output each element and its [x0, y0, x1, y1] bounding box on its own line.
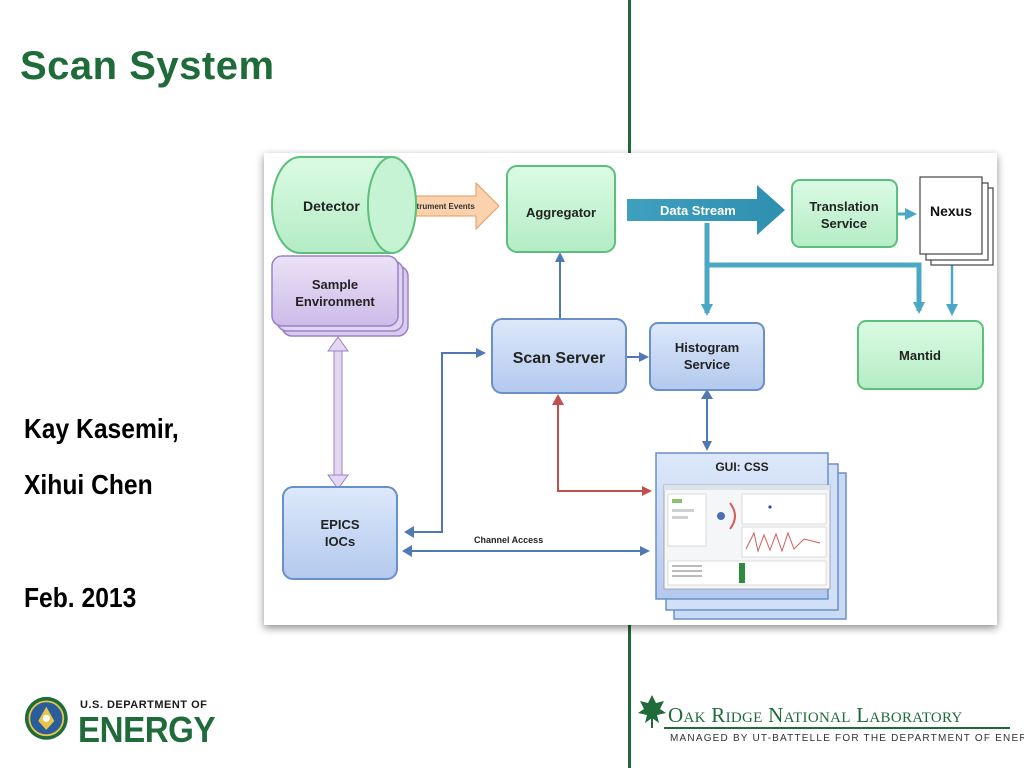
epics-iocs-label-1: EPICS	[320, 517, 359, 532]
ornl-divider	[664, 727, 1010, 729]
gui-css-label: GUI: CSS	[715, 460, 768, 474]
scan-gui-link	[557, 403, 652, 496]
doe-seal-icon	[24, 696, 68, 740]
epics-scan-link	[410, 348, 486, 533]
nexus-node: Nexus	[919, 176, 994, 266]
divider-line-bottom	[628, 625, 631, 768]
gui-screenshot-thumbnail	[663, 484, 831, 590]
divider-line-top	[628, 0, 631, 153]
histogram-service-node: Histogram Service	[649, 322, 765, 391]
mantid-node: Mantid	[857, 320, 984, 390]
sample-environment-node: Sample Environment	[271, 255, 409, 337]
sample-environment-label-2: Environment	[295, 294, 375, 309]
detector-label: Detector	[303, 198, 360, 214]
sample-environment-label-1: Sample	[312, 277, 358, 292]
scan-system-diagram: Channel Access Instrument Events Data St…	[264, 153, 997, 625]
channel-access-label: Channel Access	[474, 535, 543, 545]
epics-scan-link-head	[404, 526, 414, 538]
channel-access-arrow-head	[402, 545, 412, 557]
ornl-tagline-text: MANAGED BY UT-BATTELLE FOR THE DEPARTMEN…	[670, 733, 1024, 744]
ornl-leaf-icon	[638, 695, 666, 728]
author-1: Kay Kasemir,	[24, 413, 179, 444]
histogram-gui-arrow-head	[701, 389, 713, 399]
translation-service-label-1: Translation	[809, 199, 878, 214]
gui-css-node: GUI: CSS	[655, 452, 847, 620]
histogram-service-label-2: Service	[684, 357, 730, 372]
slide-title: Scan System	[20, 44, 275, 88]
translation-service-node: Translation Service	[791, 179, 898, 248]
aggregator-label: Aggregator	[526, 205, 596, 220]
data-stream-arrow: Data Stream	[627, 185, 785, 235]
detector-node: Detector	[271, 156, 417, 254]
instrument-events-label: Instrument Events	[405, 202, 475, 211]
mantid-label: Mantid	[899, 348, 941, 363]
ornl-name-text: Oak Ridge National Laboratory	[668, 703, 963, 727]
sample-env-epics-link	[327, 336, 349, 490]
epics-iocs-label-2: IOCs	[325, 534, 355, 549]
scan-server-node: Scan Server	[491, 318, 627, 394]
epics-iocs-node: EPICS IOCs	[282, 486, 398, 580]
scan-gui-link-head	[552, 394, 564, 405]
histogram-service-label-1: Histogram	[675, 340, 739, 355]
scan-server-label: Scan Server	[513, 350, 606, 367]
translation-service-label-2: Service	[821, 216, 867, 231]
doe-department-text: U.S. DEPARTMENT OF	[80, 699, 208, 711]
nexus-label: Nexus	[930, 203, 972, 219]
aggregator-node: Aggregator	[506, 165, 616, 253]
data-stream-label: Data Stream	[660, 203, 736, 218]
slide-date: Feb. 2013	[24, 582, 137, 613]
author-2: Xihui Chen	[24, 469, 153, 500]
doe-energy-text: ENERGY	[78, 709, 216, 750]
